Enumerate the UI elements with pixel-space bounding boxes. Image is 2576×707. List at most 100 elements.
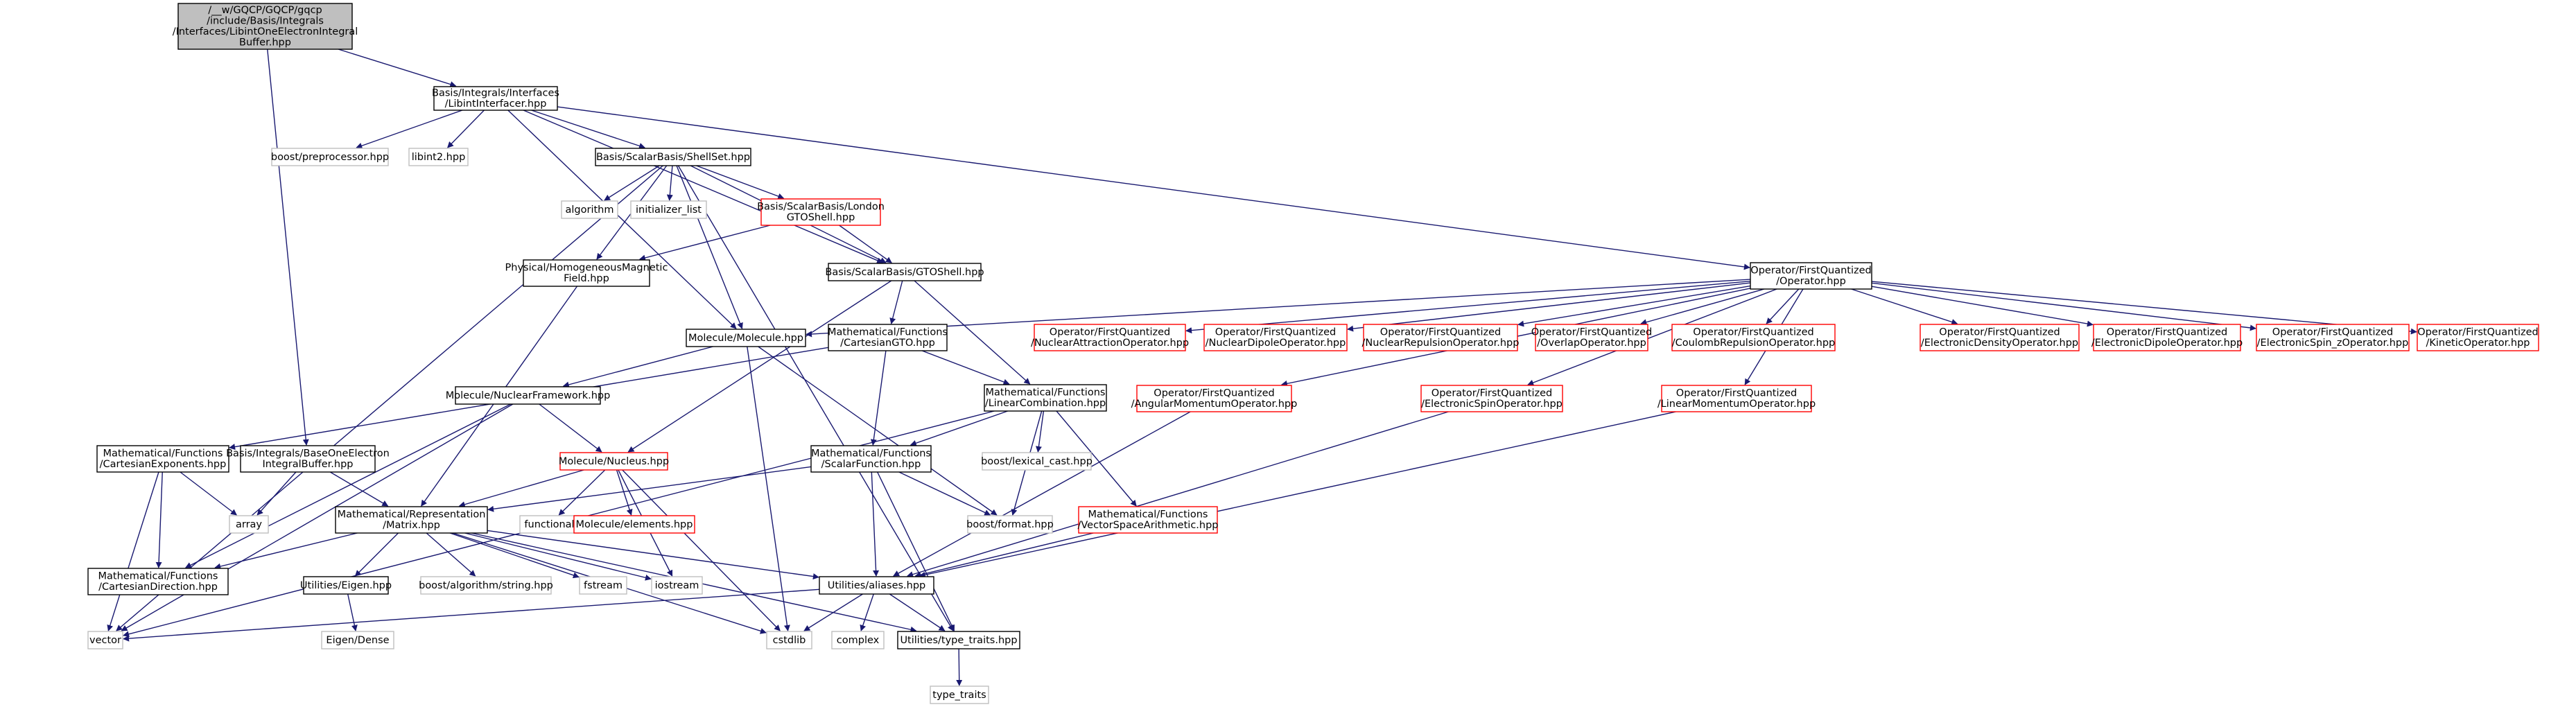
node-array: array: [229, 515, 269, 534]
edge-matrix-to-aliases: [487, 530, 819, 580]
node-label-root-0: /__w/GQCP/GQCP/gqcp: [208, 5, 322, 16]
node-label-root-1: /include/Basis/Integrals: [207, 16, 324, 27]
edge-matrix-to-boost_str: [426, 532, 476, 577]
edge-aliases-to-cstdlib: [803, 593, 863, 631]
node-coulomb[interactable]: Operator/FirstQuantized/CoulombRepulsion…: [1671, 324, 1836, 351]
node-label-libint_if-1: /LibintInterfacer.hpp: [445, 98, 547, 110]
edge-op_fq-to-molecule: [806, 279, 1751, 338]
node-ut_eigen[interactable]: Utilities/Eigen.hpp: [300, 576, 392, 595]
node-fstream: fstream: [579, 576, 627, 595]
node-molecule[interactable]: Molecule/Molecule.hpp: [686, 329, 806, 347]
node-nuc_rep[interactable]: Operator/FirstQuantized/NuclearRepulsion…: [1362, 324, 1520, 351]
node-label-type_traits_hpp-0: Utilities/type_traits.hpp: [900, 635, 1017, 646]
node-label-libint2-0: libint2.hpp: [412, 152, 466, 163]
node-label-homog-1: Field.hpp: [564, 273, 609, 284]
edge-gtoshell-to-lincomb: [914, 280, 1031, 385]
node-label-lincomb-1: /LinearCombination.hpp: [985, 398, 1106, 409]
node-label-boost_pp-0: boost/preprocessor.hpp: [271, 152, 389, 163]
node-label-overlap-1: /OverlapOperator.hpp: [1537, 338, 1646, 349]
node-overlap[interactable]: Operator/FirstQuantized/OverlapOperator.…: [1531, 324, 1652, 351]
node-box-array: [229, 515, 269, 534]
node-label-base_one-0: Basis/Integrals/BaseOneElectron: [226, 448, 390, 460]
node-type_traits: type_traits: [930, 686, 989, 704]
edge-scalarfn-to-aliases: [871, 471, 880, 577]
node-box-init_list: [630, 200, 707, 219]
edge-libint_if-to-libint2: [447, 110, 485, 148]
node-cart_exp[interactable]: Mathematical/Functions/CartesianExponent…: [96, 445, 229, 473]
node-aliases[interactable]: Utilities/aliases.hpp: [819, 576, 934, 595]
node-boost_fmt: boost/format.hpp: [966, 515, 1054, 534]
node-box-eigen_dense: [321, 631, 394, 649]
node-boost_pp: boost/preprocessor.hpp: [271, 148, 389, 166]
node-box-homog: [523, 259, 650, 287]
node-box-matrix: [335, 506, 488, 534]
node-el_dens[interactable]: Operator/FirstQuantized/ElectronicDensit…: [1920, 324, 2080, 351]
node-elements[interactable]: Molecule/elements.hpp: [573, 515, 695, 534]
node-label-algorithm-0: algorithm: [566, 204, 614, 216]
node-box-scalarfn: [810, 445, 932, 473]
edge-nucleus-to-matrix: [458, 469, 584, 508]
edge-scalarfn-to-type_traits_hpp: [877, 471, 955, 631]
node-label-matrix-0: Mathematical/Representation: [338, 509, 486, 521]
node-box-el_dens: [1920, 324, 2080, 351]
node-base_one[interactable]: Basis/Integrals/BaseOneElectronIntegralB…: [226, 445, 390, 473]
node-nuc_dip[interactable]: Operator/FirstQuantized/NuclearDipoleOpe…: [1203, 324, 1348, 351]
edge-nucleus-to-elements: [616, 469, 633, 516]
node-nuc_fw[interactable]: Molecule/NuclearFramework.hpp: [446, 386, 611, 405]
node-box-nucleus: [559, 452, 668, 471]
node-cartgto[interactable]: Mathematical/Functions/CartesianGTO.hpp: [828, 324, 948, 351]
node-scalarfn[interactable]: Mathematical/Functions/ScalarFunction.hp…: [810, 445, 932, 473]
node-label-functional-0: functional: [524, 519, 574, 530]
node-lin_mom[interactable]: Operator/FirstQuantized/LinearMomentumOp…: [1657, 385, 1816, 412]
node-nuc_attr[interactable]: Operator/FirstQuantized/NuclearAttractio…: [1031, 324, 1189, 351]
edge-aliases-to-vector: [123, 588, 820, 642]
node-label-lincomb-0: Mathematical/Functions: [986, 387, 1106, 399]
edge-op_fq-to-el_spinz: [1871, 282, 2256, 331]
node-box-libint_if: [433, 86, 558, 111]
node-cart_dir[interactable]: Mathematical/Functions/CartesianDirectio…: [87, 568, 229, 595]
edge-shellset-to-algorithm: [604, 165, 660, 201]
node-iostream: iostream: [651, 576, 703, 595]
node-box-cstdlib: [766, 631, 812, 649]
node-label-kinetic-1: /KineticOperator.hpp: [2426, 338, 2530, 349]
node-box-ut_eigen: [303, 576, 389, 595]
node-label-elements-0: Molecule/elements.hpp: [576, 519, 693, 530]
edge-matrix-to-fstream: [449, 532, 580, 579]
node-vsa[interactable]: Mathematical/Functions/VectorSpaceArithm…: [1078, 506, 1219, 534]
node-ang_mom[interactable]: Operator/FirstQuantized/AngularMomentumO…: [1131, 385, 1298, 412]
node-el_spin[interactable]: Operator/FirstQuantized/ElectronicSpinOp…: [1420, 385, 1563, 412]
node-el_dip[interactable]: Operator/FirstQuantized/ElectronicDipole…: [2091, 324, 2243, 351]
node-label-aliases-0: Utilities/aliases.hpp: [828, 580, 926, 591]
node-el_spinz[interactable]: Operator/FirstQuantized/ElectronicSpin_z…: [2256, 324, 2410, 351]
node-nucleus[interactable]: Molecule/Nucleus.hpp: [559, 452, 669, 471]
edge-cart_exp-to-vector: [107, 471, 159, 631]
edge-libint_if-to-gtoshell: [523, 110, 884, 263]
node-op_fq[interactable]: Operator/FirstQuantized/Operator.hpp: [1750, 262, 1872, 290]
edge-op_fq-to-el_spin: [1527, 288, 1777, 386]
node-label-ang_mom-1: /AngularMomentumOperator.hpp: [1131, 399, 1298, 410]
edge-nucleus-to-cstdlib: [622, 469, 781, 631]
node-shellset[interactable]: Basis/ScalarBasis/ShellSet.hpp: [595, 148, 751, 166]
node-box-functional: [519, 515, 580, 534]
node-gtoshell[interactable]: Basis/ScalarBasis/GTOShell.hpp: [825, 263, 984, 281]
node-libint_if[interactable]: Basis/Integrals/Interfaces/LibintInterfa…: [432, 86, 559, 111]
node-label-gtoshell-0: Basis/ScalarBasis/GTOShell.hpp: [825, 267, 984, 278]
node-kinetic[interactable]: Operator/FirstQuantized/KineticOperator.…: [2417, 324, 2539, 351]
node-matrix[interactable]: Mathematical/Representation/Matrix.hpp: [335, 506, 488, 534]
edge-london-to-homog: [638, 225, 771, 261]
edge-shellset-to-type_traits_hpp: [677, 165, 954, 631]
node-type_traits_hpp[interactable]: Utilities/type_traits.hpp: [897, 631, 1020, 649]
node-label-overlap-0: Operator/FirstQuantized: [1531, 327, 1652, 338]
node-root[interactable]: /__w/GQCP/GQCP/gqcp/include/Basis/Integr…: [173, 3, 358, 50]
edge-matrix-to-cart_dir: [214, 532, 358, 570]
node-label-cstdlib-0: cstdlib: [773, 635, 806, 646]
node-lincomb[interactable]: Mathematical/Functions/LinearCombination…: [984, 384, 1107, 412]
edge-scalarfn-to-boost_fmt: [898, 471, 991, 516]
node-box-fstream: [579, 576, 627, 595]
node-label-lin_mom-0: Operator/FirstQuantized: [1676, 388, 1797, 399]
node-box-nuc_rep: [1363, 324, 1518, 351]
edge-molecule-to-nuc_fw: [562, 346, 713, 388]
node-box-boost_str: [420, 576, 552, 595]
